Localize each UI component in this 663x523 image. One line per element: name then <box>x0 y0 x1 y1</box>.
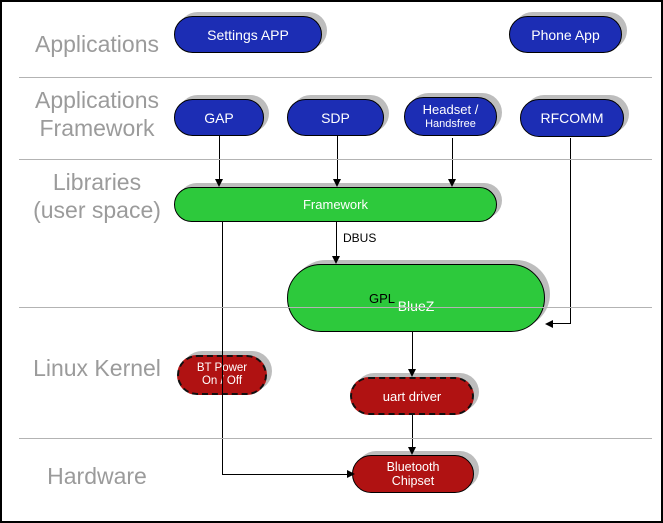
layer-separator <box>19 307 652 308</box>
arrowhead-down-icon <box>333 179 341 187</box>
node-label: Framework <box>302 197 368 212</box>
layer-separator <box>19 438 652 439</box>
layer-label-text: Hardware <box>47 463 147 489</box>
node-label: uart driver <box>382 388 442 404</box>
layer-label-applications-framework: Applications Framework <box>7 86 187 142</box>
node-phone-app: Phone App <box>509 16 622 53</box>
edge-rfcomm-bluez-horizontal <box>552 323 571 324</box>
node-rfcomm: RFCOMM <box>520 99 624 137</box>
edge-framework-chipset-vertical <box>222 222 223 474</box>
node-label: SDP <box>321 109 350 126</box>
arrowhead-left-icon <box>545 320 553 328</box>
layer-label-text: Applications <box>34 31 160 57</box>
layer-label-text: Linux Kernel <box>33 355 161 381</box>
layer-label-linux-kernel: Linux Kernel <box>7 354 187 382</box>
node-bluez: GPL BlueZ <box>287 264 545 332</box>
layer-label-text: Libraries <box>52 169 142 195</box>
node-label: Settings APP <box>207 26 289 43</box>
layer-label-text: Applications <box>34 87 160 113</box>
arrowhead-right-icon <box>347 470 355 478</box>
edge-uart-chipset <box>412 415 413 448</box>
node-gap: GAP <box>174 99 264 136</box>
node-headset-handsfree: Headset / Handsfree <box>404 97 497 136</box>
node-label: Handsfree <box>425 117 476 130</box>
layer-label-text: Framework <box>39 115 155 141</box>
node-sdp: SDP <box>287 99 384 136</box>
edge-bluez-uart <box>412 332 413 370</box>
node-label: RFCOMM <box>540 110 604 126</box>
layer-label-hardware: Hardware <box>7 462 187 490</box>
layer-label-applications: Applications <box>7 30 187 58</box>
node-label: GAP <box>204 109 234 126</box>
arrowhead-down-icon <box>448 179 456 187</box>
layer-separator <box>19 77 652 78</box>
gpl-badge: GPL <box>368 290 395 306</box>
layer-label-text: (user space) <box>33 197 161 223</box>
dbus-edge-label: DBUS <box>343 231 377 245</box>
node-label: Headset / <box>422 101 479 117</box>
edge-rfcomm-bluez-vertical <box>570 138 571 324</box>
node-bluetooth-chipset: Bluetooth Chipset <box>352 455 474 493</box>
node-label: Chipset <box>391 474 435 488</box>
arrowhead-down-icon <box>408 369 416 377</box>
node-label: Phone App <box>531 26 600 43</box>
edge-gap-framework <box>219 136 220 180</box>
layer-label-libraries-user-space: Libraries (user space) <box>7 168 187 224</box>
node-label: BlueZ <box>397 297 435 314</box>
edge-sdp-framework <box>337 136 338 180</box>
arrowhead-down-icon <box>332 256 340 264</box>
arrowhead-down-icon <box>408 447 416 455</box>
edge-framework-bluez-dbus <box>336 222 337 257</box>
layer-separator <box>19 159 652 160</box>
node-uart-driver: uart driver <box>350 377 474 415</box>
node-label: Bluetooth <box>386 460 440 474</box>
arrowhead-down-icon <box>215 179 223 187</box>
edge-framework-chipset-horizontal <box>222 474 348 475</box>
node-settings-app: Settings APP <box>174 16 322 53</box>
node-framework: Framework <box>174 187 497 222</box>
